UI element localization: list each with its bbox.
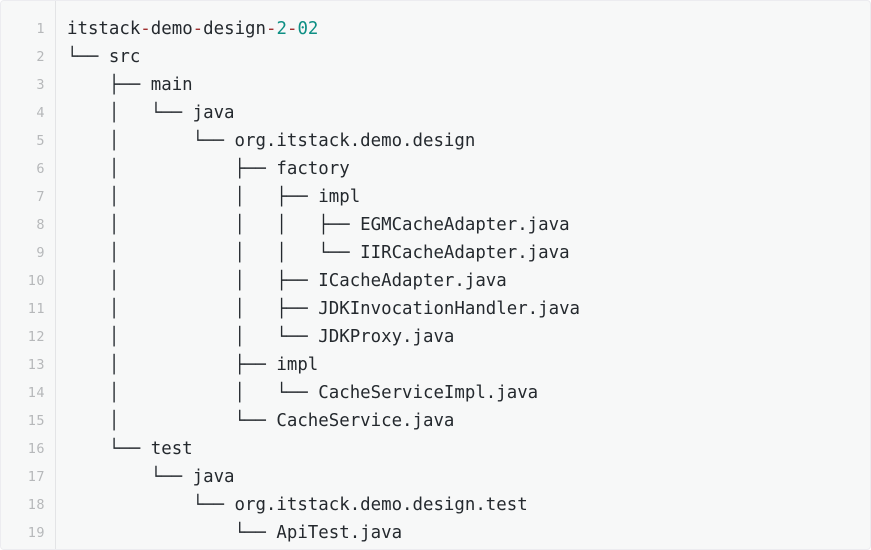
code-line[interactable]: │ └── org.itstack.demo.design [67,131,476,151]
code-line[interactable]: └── test [67,439,193,459]
line-number: 6 [36,161,45,177]
code-token-num: 2 [276,19,287,39]
code-line[interactable]: │ │ ├── impl [67,187,361,207]
line-number: 17 [27,469,45,485]
code-token-plain: itstack [67,19,141,39]
code-token-plain: design [203,19,266,39]
line-number: 15 [27,413,45,429]
line-number: 9 [36,245,45,261]
line-number: 4 [36,105,45,121]
code-line[interactable]: │ │ └── CacheServiceImpl.java [67,383,539,403]
line-number: 5 [36,133,45,149]
line-number: 12 [27,329,45,345]
code-token-punct: - [265,19,277,39]
line-number: 11 [27,301,45,317]
line-number: 8 [36,217,45,233]
line-number: 16 [27,441,45,457]
code-token-punct: - [286,19,298,39]
line-number: 18 [27,497,45,513]
code-line[interactable]: │ └── CacheService.java [67,411,455,431]
code-line[interactable]: │ │ │ ├── EGMCacheAdapter.java [67,215,570,235]
code-line[interactable]: └── ApiTest.java [67,523,403,543]
code-line-list[interactable]: itstack-demo-design-2-02└── src ├── main… [67,1,581,549]
line-number: 19 [27,525,45,541]
code-line[interactable]: │ │ └── JDKProxy.java [67,327,455,347]
code-line[interactable]: └── org.itstack.demo.design.test [67,495,528,515]
line-number: 3 [36,77,45,93]
code-line[interactable]: └── src [67,47,141,67]
code-line[interactable]: ├── main [67,75,193,95]
code-line[interactable]: │ │ ├── JDKInvocationHandler.java [67,299,581,319]
code-line[interactable]: │ └── java [67,103,235,123]
code-line[interactable]: │ ├── factory [67,159,350,179]
line-number: 13 [27,357,45,373]
line-number: 7 [36,189,45,205]
code-line[interactable]: └── java [67,467,235,487]
code-token-plain: demo [150,19,193,39]
code-line[interactable]: │ │ │ └── IIRCacheAdapter.java [67,243,570,263]
code-line[interactable]: │ ├── impl [67,355,319,375]
line-number: 2 [36,49,45,65]
code-token-num: 02 [297,19,319,39]
code-content-cell[interactable]: itstack-demo-design-2-02└── src ├── main… [55,1,581,549]
line-number: 1 [36,21,45,37]
code-line[interactable]: │ │ ├── ICacheAdapter.java [67,271,507,291]
line-number: 10 [27,273,45,289]
code-token-punct: - [140,19,151,39]
code-line[interactable]: itstack-demo-design-2-02 [67,15,580,43]
code-token-punct: - [192,19,204,39]
line-number: 14 [27,385,45,401]
